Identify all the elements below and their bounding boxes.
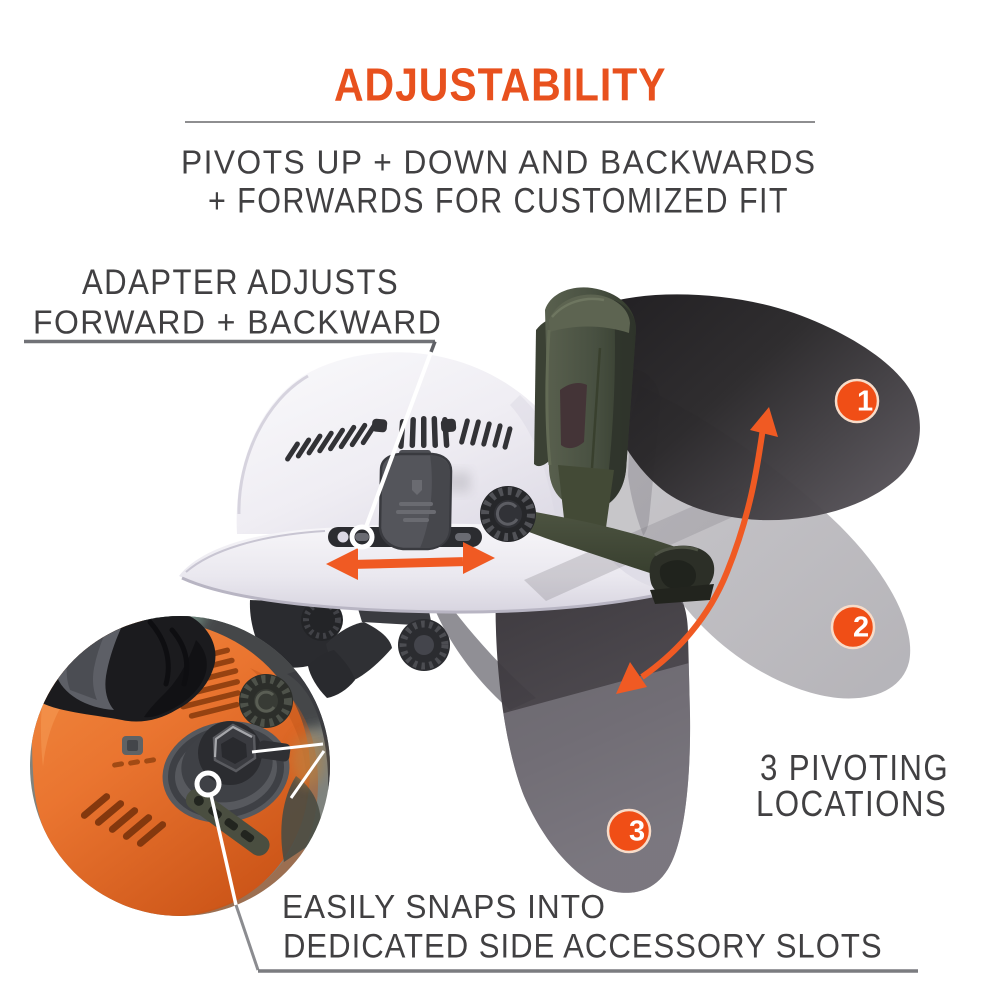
frame-left-light bbox=[545, 329, 552, 466]
adapter-label-line-1: ADAPTER ADJUSTS bbox=[81, 262, 399, 303]
pivoting-label-line-1: 3 PIVOTING bbox=[760, 747, 950, 789]
inset-vent-slats bbox=[80, 793, 167, 847]
inset-fork-lines bbox=[251, 742, 326, 799]
pivoting-label-line-2: LOCATIONS bbox=[756, 784, 948, 825]
badge-3-circle bbox=[606, 808, 652, 854]
subtitle-line-2: + FORWARDS FOR CUSTOMIZED FIT bbox=[208, 181, 789, 221]
tension-knob-detail bbox=[495, 501, 519, 526]
glove-knuckles bbox=[144, 640, 207, 718]
visor-frame bbox=[534, 287, 636, 542]
page-title: ADJUSTABILITY bbox=[334, 57, 667, 111]
linkage-knob-cap bbox=[414, 635, 434, 655]
visor-1-shield bbox=[600, 294, 920, 521]
inset-circle bbox=[30, 616, 330, 916]
mount-hex-highlight bbox=[213, 725, 253, 758]
glove-finger-seams bbox=[147, 619, 190, 687]
inset-knob-c bbox=[255, 690, 276, 713]
pivot-arrow-curve bbox=[640, 427, 766, 680]
adapter-callout-ring bbox=[349, 524, 375, 550]
vent-slats-right bbox=[459, 418, 513, 450]
vent-pad-left bbox=[371, 418, 388, 433]
inset-dash-row bbox=[112, 757, 157, 768]
tension-knob-knurl bbox=[481, 487, 535, 541]
snaps-callout-ring bbox=[194, 770, 222, 798]
snaps-label-line-1: EASILY SNAPS INTO bbox=[282, 888, 607, 926]
pivot-arrow-head-bottom bbox=[616, 662, 647, 694]
snaps-callout-white bbox=[209, 794, 238, 906]
vent-pad-right bbox=[440, 418, 457, 433]
brim-bottom-edge bbox=[181, 576, 653, 614]
arm-hook-highlight bbox=[654, 545, 699, 557]
frame-right-band bbox=[605, 300, 636, 506]
inset-gray-button-inner bbox=[127, 740, 138, 751]
rail-slot-2 bbox=[455, 533, 471, 541]
subtitle-line-1: PIVOTS UP + DOWN AND BACKWARDS bbox=[181, 142, 817, 181]
frame-seam bbox=[590, 347, 602, 469]
pivot-arrow-icon bbox=[616, 407, 778, 694]
adapter-emboss bbox=[396, 480, 436, 522]
adapter-callout-gray bbox=[429, 340, 437, 353]
badge-2-circle bbox=[830, 604, 876, 650]
frame-cap-edge bbox=[551, 297, 605, 318]
helmet-dome-backedge bbox=[237, 374, 309, 515]
title-divider bbox=[185, 121, 815, 123]
inset-knob-knurl bbox=[240, 675, 292, 727]
adapter-label-line-2: FORWARD + BACKWARD bbox=[33, 302, 443, 341]
frame-window bbox=[560, 382, 587, 449]
arm-hook-notch bbox=[659, 560, 696, 590]
linkage-knob-knurl bbox=[399, 620, 449, 670]
mount-hex-inner bbox=[221, 737, 247, 764]
callout-lines bbox=[24, 339, 918, 973]
adapter-callout-white bbox=[364, 351, 433, 528]
linkage-left-knurl bbox=[303, 601, 341, 639]
rail-hole bbox=[337, 531, 349, 543]
snaps-label-line-2: DEDICATED SIDE ACCESSORY SLOTS bbox=[283, 926, 883, 965]
slide-arrow-icon bbox=[326, 542, 495, 580]
rail-slot-1 bbox=[355, 533, 369, 541]
adapter-arm bbox=[497, 505, 715, 604]
snaps-callout-gray bbox=[234, 904, 260, 971]
linkage-arm-low bbox=[308, 650, 355, 698]
pivot-arrow-head-top bbox=[750, 407, 778, 437]
brim-crease bbox=[185, 530, 326, 573]
badge-circles bbox=[606, 378, 880, 854]
arm-hook-ledge bbox=[650, 584, 714, 604]
badge-1-circle bbox=[834, 378, 880, 424]
visor-position-1 bbox=[600, 294, 920, 521]
adapter-plate-shade bbox=[420, 455, 450, 548]
